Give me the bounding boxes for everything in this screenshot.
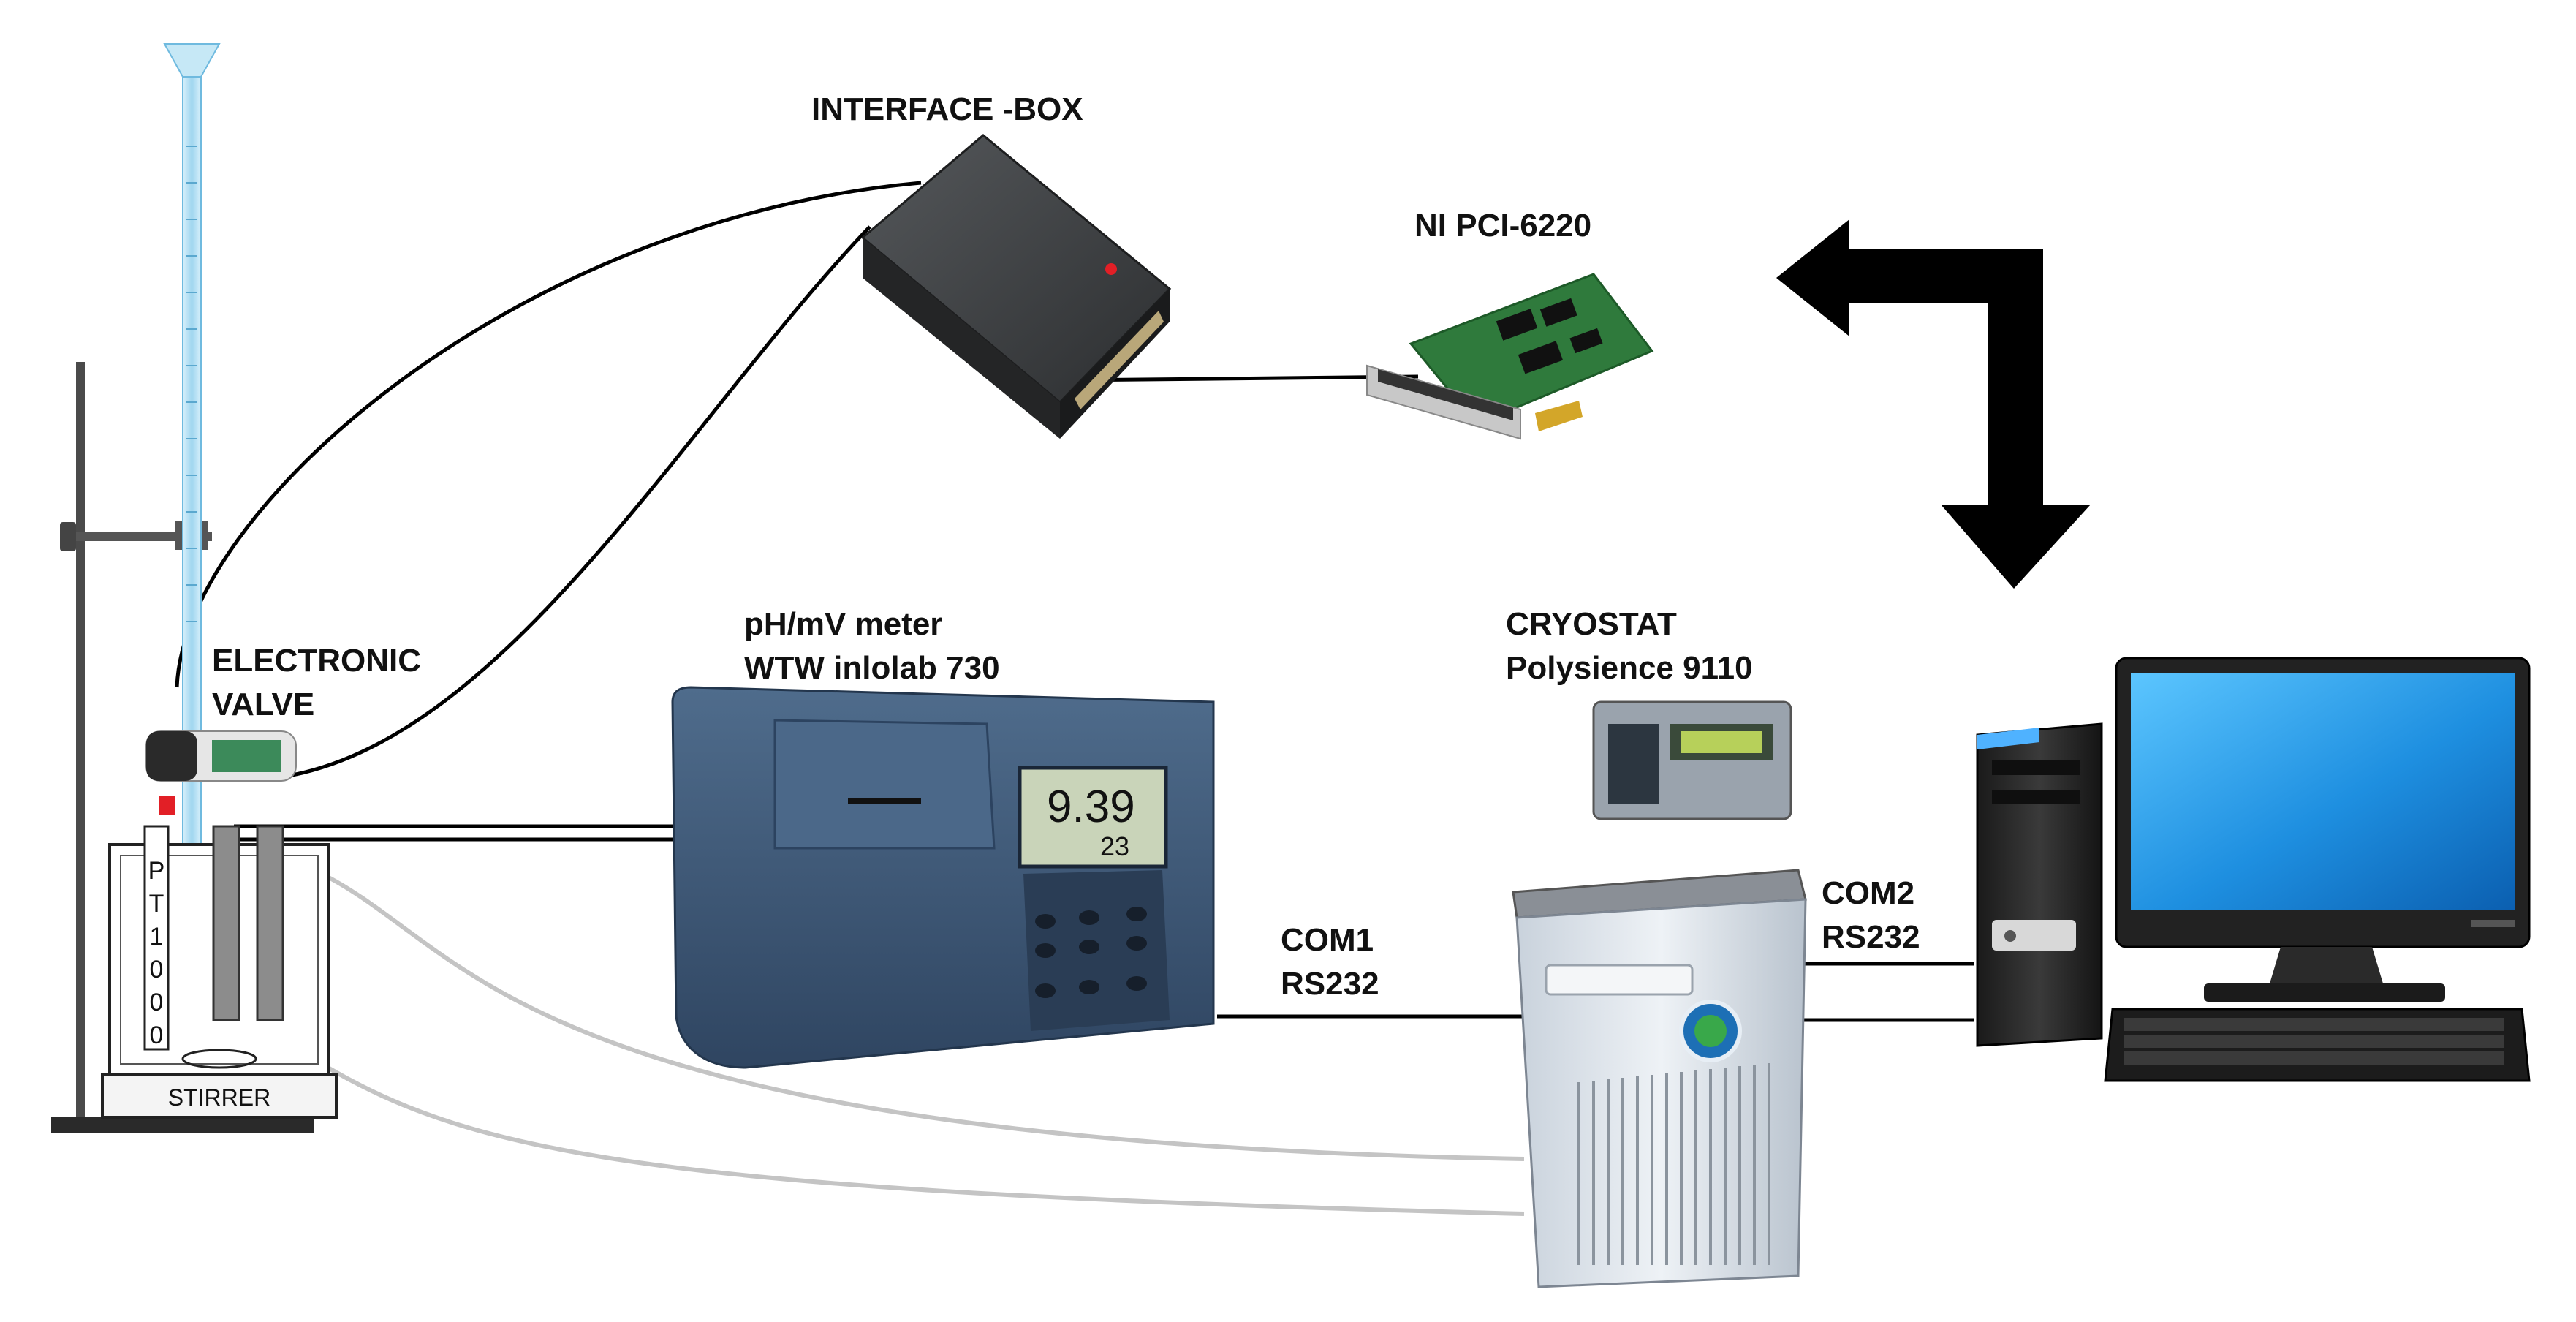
pt1000-label: P T 1 0 0 0 bbox=[148, 857, 165, 1049]
pci-card-icon bbox=[1366, 273, 1654, 440]
ph-meter-label-line1: pH/mV meter bbox=[744, 606, 942, 642]
gray-wires bbox=[320, 872, 1525, 1216]
wire-pt1000-to-cryostat-1 bbox=[320, 872, 1525, 1161]
stir-bar bbox=[181, 1049, 257, 1069]
pt1000-char: 0 bbox=[150, 956, 164, 983]
pt1000-char: 0 bbox=[150, 1021, 164, 1049]
cryostat-label-line1: CRYOSTAT bbox=[1506, 606, 1677, 642]
stirrer-icon: STIRRER bbox=[101, 1073, 338, 1119]
bidirectional-arrow-icon bbox=[1776, 219, 2091, 589]
text-labels: INTERFACE -BOX NI PCI-6220 pH/mV meter W… bbox=[212, 91, 1920, 1002]
pt1000-char: T bbox=[149, 890, 164, 918]
electrode-icon bbox=[256, 825, 284, 1021]
meter-display-ph: 9.39 bbox=[1047, 782, 1135, 832]
titration-cell bbox=[108, 825, 330, 1076]
wire-pt1000-to-cryostat-2 bbox=[320, 1062, 1525, 1216]
interface-box-label: INTERFACE -BOX bbox=[811, 91, 1083, 127]
com1-label-line1: COM1 bbox=[1281, 922, 1374, 958]
stirrer-label: STIRRER bbox=[168, 1084, 270, 1111]
keyboard-icon bbox=[2104, 1008, 2531, 1082]
electronic-valve-icon bbox=[145, 730, 297, 815]
wire-valve-to-interface-lower bbox=[292, 225, 871, 777]
monitor-icon bbox=[2115, 657, 2531, 1002]
ni-card-label: NI PCI-6220 bbox=[1414, 208, 1591, 243]
pt1000-char: P bbox=[148, 857, 165, 885]
meter-display-temp: 23 bbox=[1100, 831, 1129, 861]
computer-tower-icon bbox=[1976, 722, 2103, 1047]
pt1000-probe bbox=[143, 825, 170, 1051]
interface-box-icon bbox=[860, 134, 1172, 439]
cryostat-icon bbox=[1512, 700, 1807, 1288]
pt1000-char: 0 bbox=[150, 989, 164, 1016]
wire-interface-to-pci bbox=[1074, 374, 1419, 382]
ph-meter-icon: 9.39 23 bbox=[671, 686, 1215, 1069]
valve-label-line1: ELECTRONIC bbox=[212, 643, 421, 679]
valve-label-line2: VALVE bbox=[212, 687, 314, 722]
ph-meter-label-line2: WTW inlolab 730 bbox=[744, 650, 1000, 686]
cryostat-label-line2: Polysience 9110 bbox=[1506, 650, 1753, 686]
com2-label-line1: COM2 bbox=[1822, 875, 1914, 911]
black-wires bbox=[175, 181, 1974, 1022]
com1-label-line2: RS232 bbox=[1281, 966, 1379, 1002]
electrode-icon bbox=[212, 825, 240, 1021]
com2-label-line2: RS232 bbox=[1822, 919, 1920, 955]
burette-icon bbox=[163, 43, 221, 959]
pt1000-char: 1 bbox=[150, 923, 164, 951]
